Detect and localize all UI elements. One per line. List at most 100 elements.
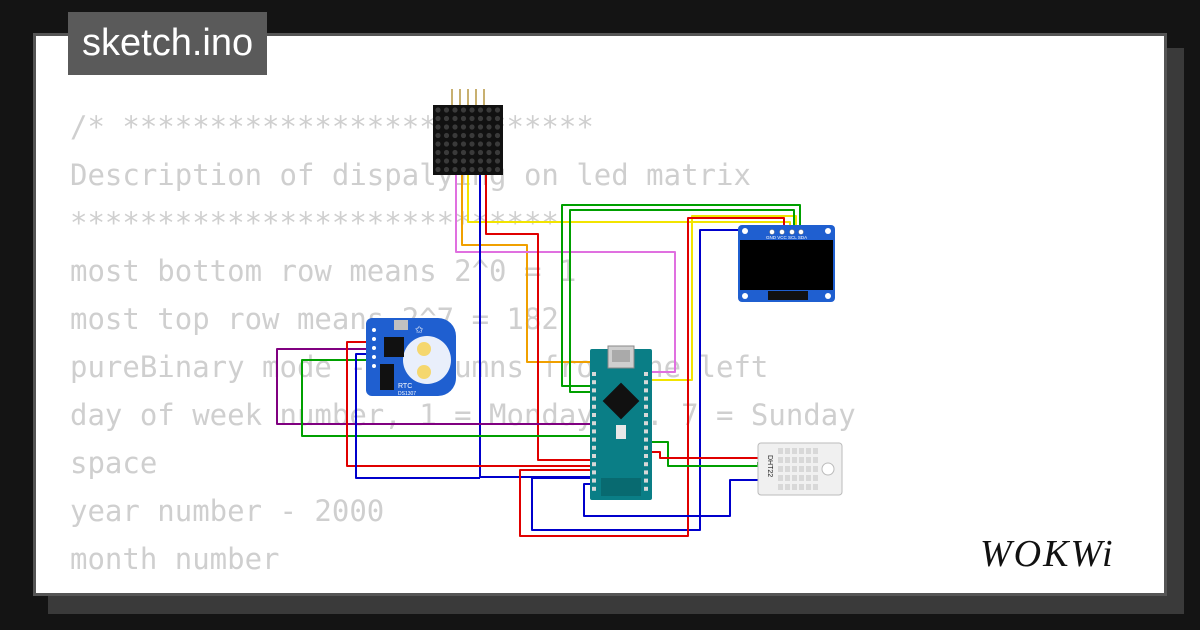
dht-grille-cell <box>799 475 804 481</box>
nano-pin <box>592 380 596 385</box>
nano-pin <box>592 388 596 393</box>
code-line: most bottom row means 2^0 = 1 <box>70 254 577 288</box>
led-dot <box>477 107 484 113</box>
dht-grille-cell <box>792 466 797 472</box>
led-dot <box>460 115 467 122</box>
led-dot <box>469 141 475 147</box>
nano-pin <box>592 413 596 417</box>
led-dot <box>452 149 458 156</box>
led-dot <box>435 166 441 173</box>
led-dot <box>469 124 475 130</box>
led-dot <box>435 124 441 130</box>
led-dot <box>469 149 475 156</box>
wire-purple <box>276 348 595 425</box>
led-dot <box>452 132 458 139</box>
nano-pin <box>644 421 648 426</box>
led-dots <box>435 107 501 173</box>
dht-grille-cell <box>806 448 811 454</box>
nano-pin <box>644 396 648 401</box>
dht-grille-cell <box>785 466 790 472</box>
led-dot <box>452 158 458 164</box>
dht-grille-cell <box>785 475 790 481</box>
led-dot <box>443 132 450 139</box>
led-dot <box>469 115 475 122</box>
led-dot <box>486 166 492 173</box>
led-dot <box>452 124 458 130</box>
wire-green-dht <box>650 441 759 467</box>
wire-green-oled <box>561 204 801 387</box>
led-dot <box>452 166 458 173</box>
wires <box>276 175 801 537</box>
led-dot <box>477 132 484 139</box>
wokwi-logo: WOKWi <box>980 533 1115 575</box>
led-dot <box>460 166 467 173</box>
dht-grille-cell <box>799 484 804 490</box>
wire-pink <box>455 175 676 373</box>
arduino-nano <box>590 345 652 500</box>
nano-pin <box>644 486 648 491</box>
nano-pin <box>644 462 648 467</box>
dht-grille-cell <box>778 448 783 454</box>
dht22-sensor: DHT22 <box>757 442 843 496</box>
led-dot <box>460 158 467 164</box>
dht-grille-cell <box>785 484 790 490</box>
dht-grille-cell <box>778 466 783 472</box>
led-dot <box>486 149 492 156</box>
dht-grille-cell <box>813 448 818 454</box>
dht-grille-cell <box>813 466 818 472</box>
dht-grille-cell <box>806 457 811 463</box>
dht-grille-cell <box>806 484 811 490</box>
preview-card: /* ***************************Descriptio… <box>33 33 1167 596</box>
led-dot <box>477 141 484 147</box>
rtc-label: RTC <box>398 383 412 390</box>
nano-pin <box>592 454 596 458</box>
led-dot <box>477 149 484 156</box>
nano-pin <box>592 396 596 401</box>
led-dot <box>435 132 441 139</box>
dht-grille-cell <box>813 475 818 481</box>
led-dot <box>477 166 484 173</box>
nano-pin <box>592 478 596 483</box>
code-line: /* *************************** <box>70 110 594 144</box>
code-background: /* ***************************Descriptio… <box>70 103 856 583</box>
nano-pin <box>644 404 648 409</box>
nano-pin <box>592 404 596 409</box>
led-dot <box>494 124 501 130</box>
code-line: year number - 2000 <box>70 494 385 528</box>
nano-pin <box>644 437 648 442</box>
dht-grille-cell <box>806 475 811 481</box>
dht-grille-cell <box>778 484 783 490</box>
wire-yellow-2 <box>650 215 797 381</box>
led-dot <box>435 141 441 147</box>
led-dot <box>435 115 441 122</box>
dht-grille-cell <box>806 466 811 472</box>
rtc-chip-label: DS1307 <box>398 391 416 397</box>
led-dot <box>452 115 458 122</box>
led-dot <box>477 115 484 122</box>
nano-pin <box>644 413 648 417</box>
dht-grille-cell <box>778 475 783 481</box>
code-line: month number <box>70 542 280 576</box>
led-dot <box>486 141 492 147</box>
led-dot <box>494 132 501 139</box>
oled-pin-labels: GND VCC SCL SDA <box>766 235 807 240</box>
led-dot <box>435 107 441 113</box>
led-dot <box>469 166 475 173</box>
led-dot <box>494 107 501 113</box>
nano-pin <box>592 486 596 491</box>
svg-text:WOKWi: WOKWi <box>980 533 1115 575</box>
dht-grille-cell <box>785 448 790 454</box>
code-line: pureBinary mode - collumns from the left <box>70 350 769 384</box>
led-dot <box>477 124 484 130</box>
led-dot <box>469 107 475 113</box>
led-dot <box>486 124 492 130</box>
led-dot <box>435 149 441 156</box>
nano-pins <box>592 372 648 491</box>
wire-red-rtc <box>346 341 595 467</box>
nano-pin <box>592 421 596 426</box>
led-dot <box>443 107 450 113</box>
led-dot <box>443 149 450 156</box>
dht-grille-cell <box>792 475 797 481</box>
led-dot <box>443 115 450 122</box>
